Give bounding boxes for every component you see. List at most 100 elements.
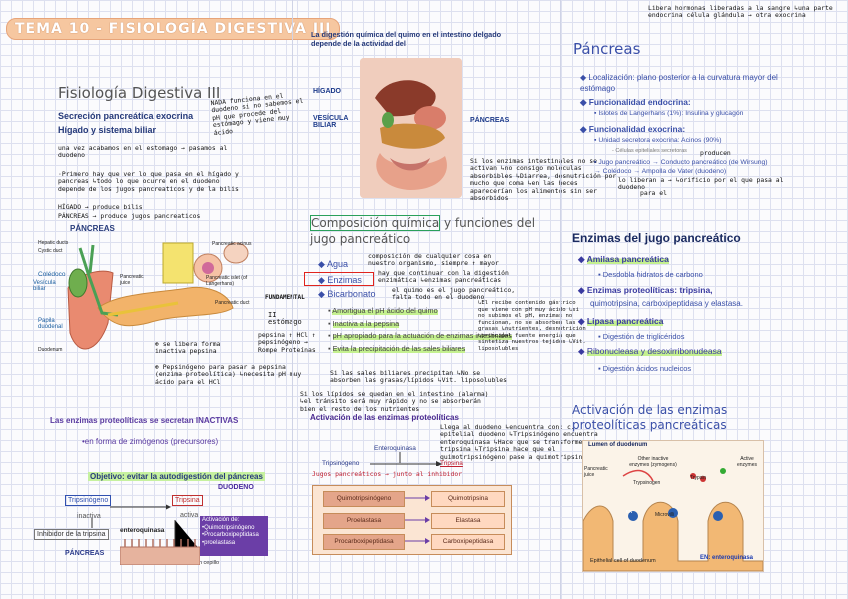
enzimas-label: Enzimas [327, 275, 362, 285]
hand-note-pancreas: PÁNCREAS → produce jugos pancreaticos [58, 212, 201, 220]
bicarbonato-label: Bicarbonato [327, 289, 376, 299]
label-pancreatic-juice-2: Pancreatic juice [584, 466, 608, 478]
hand-note-pepsina-cycle: pepsina ↑ HCl ↑ pepsinógeno → Rompe Prot… [258, 331, 316, 354]
activation-arrow [370, 452, 442, 466]
hand-note-enzimas-intestinales: Si los enzimas intestinales no se activa… [470, 157, 617, 203]
hand-note-jugos: Jugos pancreáticos → junto al inhibidor [312, 470, 463, 478]
zymogen-line: •en forma de zimógenos (precursores) [82, 437, 219, 446]
localizacion: ◆ Localización: plano posterior a la cur… [580, 73, 778, 93]
hand-note-ph: NADA funciona en el duodeno si no sabemo… [210, 91, 304, 137]
label-en-enteroquinasa: EN: enteroquinasa [700, 555, 754, 561]
table-cell-1-1: Elastasa [431, 513, 505, 529]
lipasa-text: Lipasa pancreática [586, 316, 664, 326]
lumen-label: Lumen of duodenum [588, 442, 648, 448]
bullet-3: ▪ Evita la precipitación de las sales bi… [328, 343, 466, 353]
tripsinogeno-label-2: Tripsinógeno [322, 460, 360, 467]
amilasa-sub-text: Desdobla hidratos de carbono [602, 270, 703, 279]
activa-label: activa [180, 512, 199, 519]
lipasa-sub: ▪ Digestión de triglicéridos [598, 332, 685, 341]
label-vesicula: Vesícula biliar [33, 280, 56, 292]
hand-note-pepsinogeno: ⊕ Pepsinógeno para pasar a pepsina (enzi… [155, 363, 302, 386]
section-heading: Fisiología Digestiva III [58, 84, 221, 102]
proteoliticas-text: Enzimas proteolíticas: tripsina, [586, 285, 713, 295]
bullet-2-text: pH apropiado para la actuación de enzima… [332, 331, 512, 340]
subtitle-higado: Hígado y sistema biliar [58, 125, 157, 135]
hand-note-liberan: lo liberan a → ↳orificio por el que pasa… [618, 176, 784, 192]
ribonucleasa-text: Ribonucleasa y desoxirribonudeasa [586, 346, 722, 356]
bullet-0: ▪ Amortigua el pH ácido del quimo [328, 306, 438, 315]
hand-note-top-right: Libera hormonas liberadas a la sangre ↳u… [648, 4, 833, 20]
bullet-3-text: Evita la precipitación de las sales bili… [332, 343, 466, 353]
table-cell-2-1: Carboxipeptidasa [431, 534, 505, 550]
tripsina-label-2: Tripsina [440, 460, 463, 467]
lipasa: ◆ Lipasa pancreática [578, 316, 664, 326]
pancreas-bottom-label: PÁNCREAS [65, 550, 105, 557]
activation-line-3: •proelastasa [202, 539, 236, 546]
bullet-1: ▪ Inactiva a la pepsina [328, 318, 400, 328]
producen-label: producen [700, 149, 731, 157]
hand-note-agua: composición de cualquier cosa en nuestro… [368, 252, 499, 268]
bullet-2: ▪ pH apropiado para la actuación de enzi… [328, 331, 512, 340]
label-pancreatic-duct: Pancreatic duct [215, 300, 250, 306]
label-hepatic-ducts: Hepatic ducts [38, 240, 69, 246]
table-cell-2-0: Procarboxipeptidasa [323, 534, 405, 550]
label-trypsinogen: Trypsinogen [633, 480, 661, 486]
hand-note-primero: ·Primero hay que ver lo que pasa en el h… [58, 170, 239, 193]
hand-note-estomago: una vez acabamos en el estomago → pasamo… [58, 144, 228, 160]
hand-note-enzimas: hay que continuar con la digestión enzim… [378, 269, 509, 285]
ribo-sub-text: Digestión ácidos nucleicos [602, 364, 692, 373]
enteroquinasa-label-2: Enteroquinasa [374, 445, 416, 452]
table-cell-0-1: Quimotripsina [431, 491, 505, 507]
hand-note-bullets: ↳El recibe contenido gástrico que viene … [478, 300, 586, 352]
label-active-enzymes: Active enzymes [736, 456, 757, 468]
item-agua: ◆ Agua [318, 259, 348, 269]
amilasa-sub: ▪ Desdobla hidratos de carbono [598, 270, 703, 279]
composition-title-part1: Composición química [310, 215, 441, 231]
jugo-pancreatico: ▪ Jugo pancreático → Conducto pancreátic… [594, 159, 768, 175]
amilasa: ◆ Amilasa pancreática [578, 254, 669, 264]
localizacion-text: Localización: plano posterior a la curva… [580, 73, 778, 93]
objective-line: Objetivo: evitar la autodigestión del pá… [88, 472, 265, 481]
subtitle-secrecion: Secreción pancreática exocrina [58, 111, 194, 121]
activation-title: Activación de las enzimas proteolíticas [310, 413, 459, 422]
funcionalidad-endocrina: ◆ Funcionalidad endocrina: [580, 97, 691, 107]
column-divider-1 [292, 0, 293, 599]
label-papila: Papila duodenal [38, 318, 63, 330]
bullet-0-text: Amortigua el pH ácido del quimo [332, 306, 438, 315]
activation-section-title: Activación de las enzimas proteolíticas … [572, 403, 728, 432]
box-tripsinogeno: Tripsinógeno [65, 495, 112, 506]
hand-note-bicarbonato: el quimo es el jugo pancreático, falta t… [392, 286, 516, 302]
table-arrows [405, 495, 430, 544]
item-bicarbonato: ◆ Bicarbonato [318, 289, 376, 299]
duodenum-diagram [582, 440, 764, 572]
jugo-text: Jugo pancreático → Conducto pancreático … [594, 159, 768, 175]
page-title: TEMA 10 - FISIOLOGÍA DIGESTIVA III [6, 18, 341, 40]
table-cell-1-0: Proelastasa [323, 513, 405, 529]
label-coledoco: Colédoco [38, 271, 66, 278]
composition-title-part2: y funciones del jugo pancreático [310, 216, 536, 246]
inactive-enzymes-title: Las enzimas proteolíticas se secretan IN… [50, 416, 239, 425]
funcionalidad-exocrina: ◆ Funcionalidad exocrina: [580, 124, 686, 134]
ribo-sub: ▪ Digestión ácidos nucleicos [598, 364, 692, 373]
label-higado: HÍGADO [313, 88, 341, 95]
acinos-text: Unidad secretora exocrina: Acinos (90%) [598, 137, 722, 144]
activation-line-0: Activación de: [202, 517, 240, 523]
label-vesicula-biliar: VESÍCULA BILIAR [313, 115, 349, 129]
endocrina-text: Funcionalidad endocrina: [588, 97, 691, 107]
label-en: EN [626, 509, 633, 514]
islotes-text: Islotes de Langerhans (1%): Insulina y g… [598, 110, 744, 117]
composition-title: Composición química y funciones del jugo… [310, 215, 555, 247]
activation-box: Activación de: •Quimotripsinógeno •Proca… [200, 516, 268, 556]
activation-line-1: •Quimotripsinógeno [202, 524, 255, 531]
enzyme-activation-table: Quimotripsinógeno Quimotripsina Proelast… [312, 485, 512, 555]
proteoliticas: ◆ Enzimas proteolíticas: tripsina, [578, 285, 713, 295]
acinos: ▪ Unidad secretora exocrina: Acinos (90%… [594, 137, 722, 144]
bicarbonate-bullets: ▪ Amortigua el pH ácido del quimo ▪ Inac… [328, 305, 518, 355]
proteoliticas-line2: quimotripsina, carboxipeptidasa y elasta… [590, 299, 743, 308]
exocrina-text: Funcionalidad exocrina: [588, 124, 686, 134]
hand-note-estomago-label: II estómago [268, 311, 302, 327]
enzymes-juice-title: Enzimas del jugo pancreático [572, 231, 741, 245]
ribonucleasa: ◆ Ribonucleasa y desoxirribonudeasa [578, 346, 722, 356]
hand-note-sales: Si las sales biliares precipitan ↳No se … [330, 369, 507, 385]
label-epithelial: Epithelial cell of duodenum [590, 558, 656, 564]
